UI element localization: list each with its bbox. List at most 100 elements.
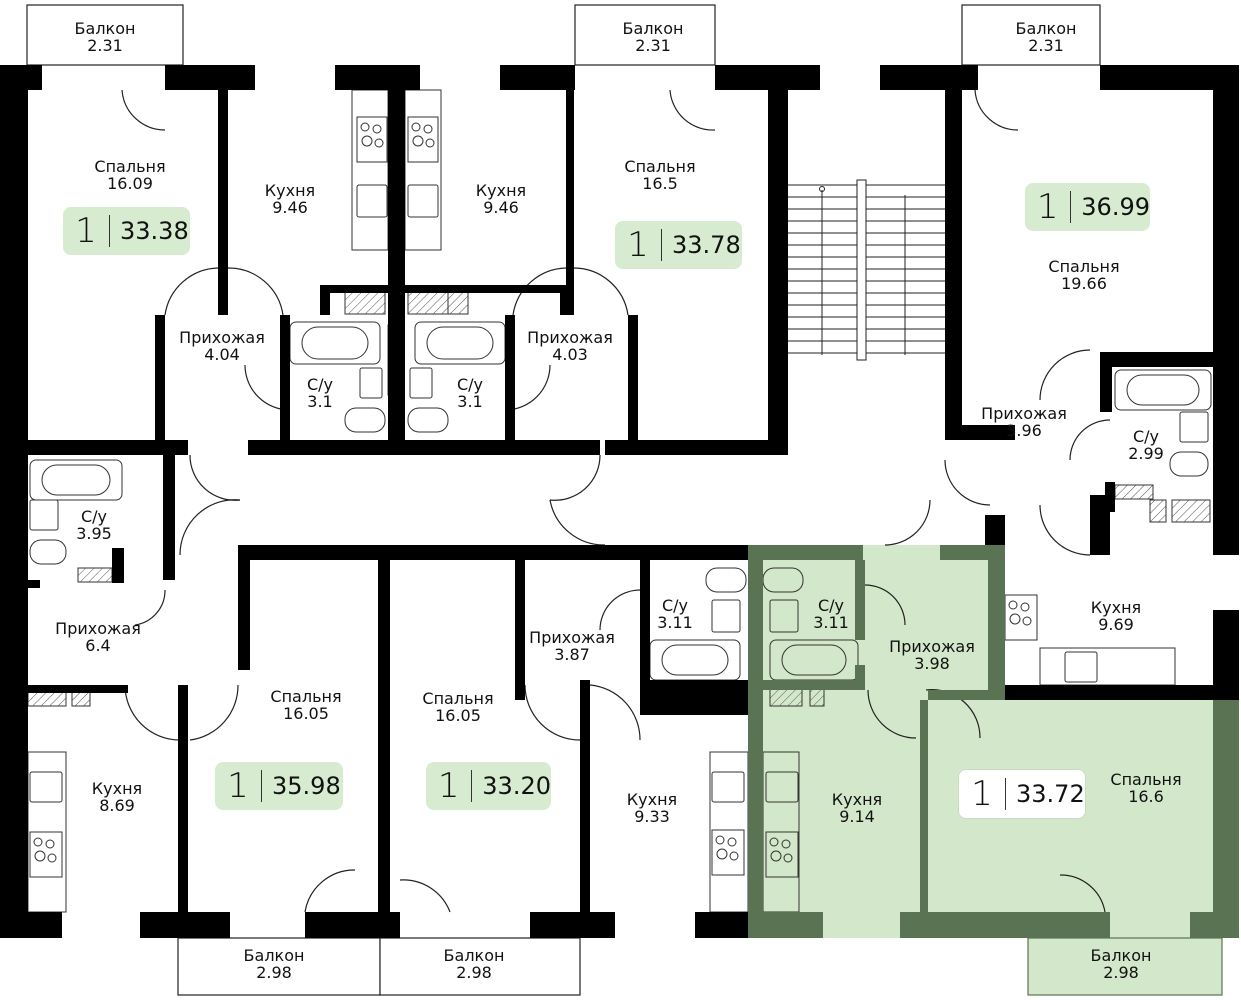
sink-icon <box>359 367 383 399</box>
room-area: 3.1 <box>307 392 332 411</box>
selected-apartment-fill[interactable] <box>748 700 1239 938</box>
burner <box>45 839 55 849</box>
selected-apartment-wall <box>928 690 1005 700</box>
wall <box>695 912 748 938</box>
wall <box>580 680 590 912</box>
room-area: 2.31 <box>1028 36 1064 55</box>
badge-divider <box>1005 778 1006 810</box>
room-area: 16.5 <box>642 174 678 193</box>
selected-apartment-wall <box>1213 700 1239 938</box>
balcony-outline <box>379 937 581 996</box>
burner <box>47 853 57 863</box>
door-swing <box>121 89 166 131</box>
selected-apartment-wall <box>900 912 1110 938</box>
room-name: С/у <box>662 596 688 615</box>
door-swing <box>573 267 629 316</box>
apartment-room-count: 1 <box>227 766 249 806</box>
wall <box>945 90 962 440</box>
wall <box>605 440 788 455</box>
door-swing <box>1039 504 1091 556</box>
room-area: 3.95 <box>76 524 112 543</box>
apartment-room-count: 1 <box>1036 187 1059 227</box>
door-swing <box>944 459 991 506</box>
wall <box>238 545 250 670</box>
burner <box>783 853 793 863</box>
room-area: 3.98 <box>914 654 950 673</box>
burner <box>716 848 728 860</box>
burner <box>729 851 739 861</box>
room-area: 9.14 <box>839 807 875 826</box>
room-area: 2.98 <box>256 963 292 982</box>
room-name: С/у <box>307 375 333 394</box>
room-name: Кухня <box>1091 598 1141 617</box>
bathtub-icon <box>1114 369 1212 411</box>
ventilation-shaft <box>769 687 803 707</box>
apartment-area: 33.78 <box>672 231 741 259</box>
room-area: 2.31 <box>635 36 671 55</box>
wall <box>388 90 405 440</box>
burner <box>411 122 421 132</box>
burner <box>423 124 433 134</box>
stove-icon <box>765 831 799 878</box>
room-name: Спальня <box>270 687 341 706</box>
sink-icon <box>356 184 388 218</box>
burner <box>425 138 435 148</box>
burner <box>770 850 782 862</box>
room-name: Спальня <box>1110 770 1181 789</box>
wall <box>962 65 975 90</box>
bathtub-inner <box>1126 374 1200 406</box>
door-swing <box>867 689 917 739</box>
wall <box>560 285 570 315</box>
door-swing <box>925 689 981 739</box>
room-label: С/у3.95 <box>76 507 112 543</box>
badge-divider <box>661 229 662 261</box>
door-swing <box>179 499 241 556</box>
room-name: Прихожая <box>179 328 265 347</box>
door-swing <box>134 589 166 626</box>
wall <box>640 560 650 680</box>
burner <box>1022 616 1032 626</box>
room-name: Прихожая <box>529 628 615 647</box>
wall <box>1213 65 1239 555</box>
apartment-area: 33.72 <box>1016 780 1085 808</box>
room-name: С/у <box>818 596 844 615</box>
room-area: 9.69 <box>1098 615 1134 634</box>
stair-railing <box>856 179 867 361</box>
room-area: 2.31 <box>87 36 123 55</box>
wall <box>768 90 788 455</box>
sink-icon <box>29 499 59 531</box>
wall <box>178 685 188 912</box>
sink-icon <box>29 771 63 803</box>
room-name: Кухня <box>92 779 142 798</box>
room-name: С/у <box>1133 427 1159 446</box>
stair-start-dot <box>819 186 825 192</box>
room-area: 16.05 <box>283 704 329 723</box>
burner <box>781 839 791 849</box>
sink-icon <box>711 599 741 633</box>
sink-icon <box>711 771 745 803</box>
sink-icon <box>407 184 439 218</box>
door-swing <box>549 499 606 546</box>
wall <box>0 65 28 938</box>
apartment-area: 33.20 <box>482 772 551 800</box>
room-area: 9.46 <box>483 198 519 217</box>
toilet-icon <box>705 567 747 593</box>
door-swing <box>549 454 601 501</box>
room-name: Спальня <box>422 689 493 708</box>
